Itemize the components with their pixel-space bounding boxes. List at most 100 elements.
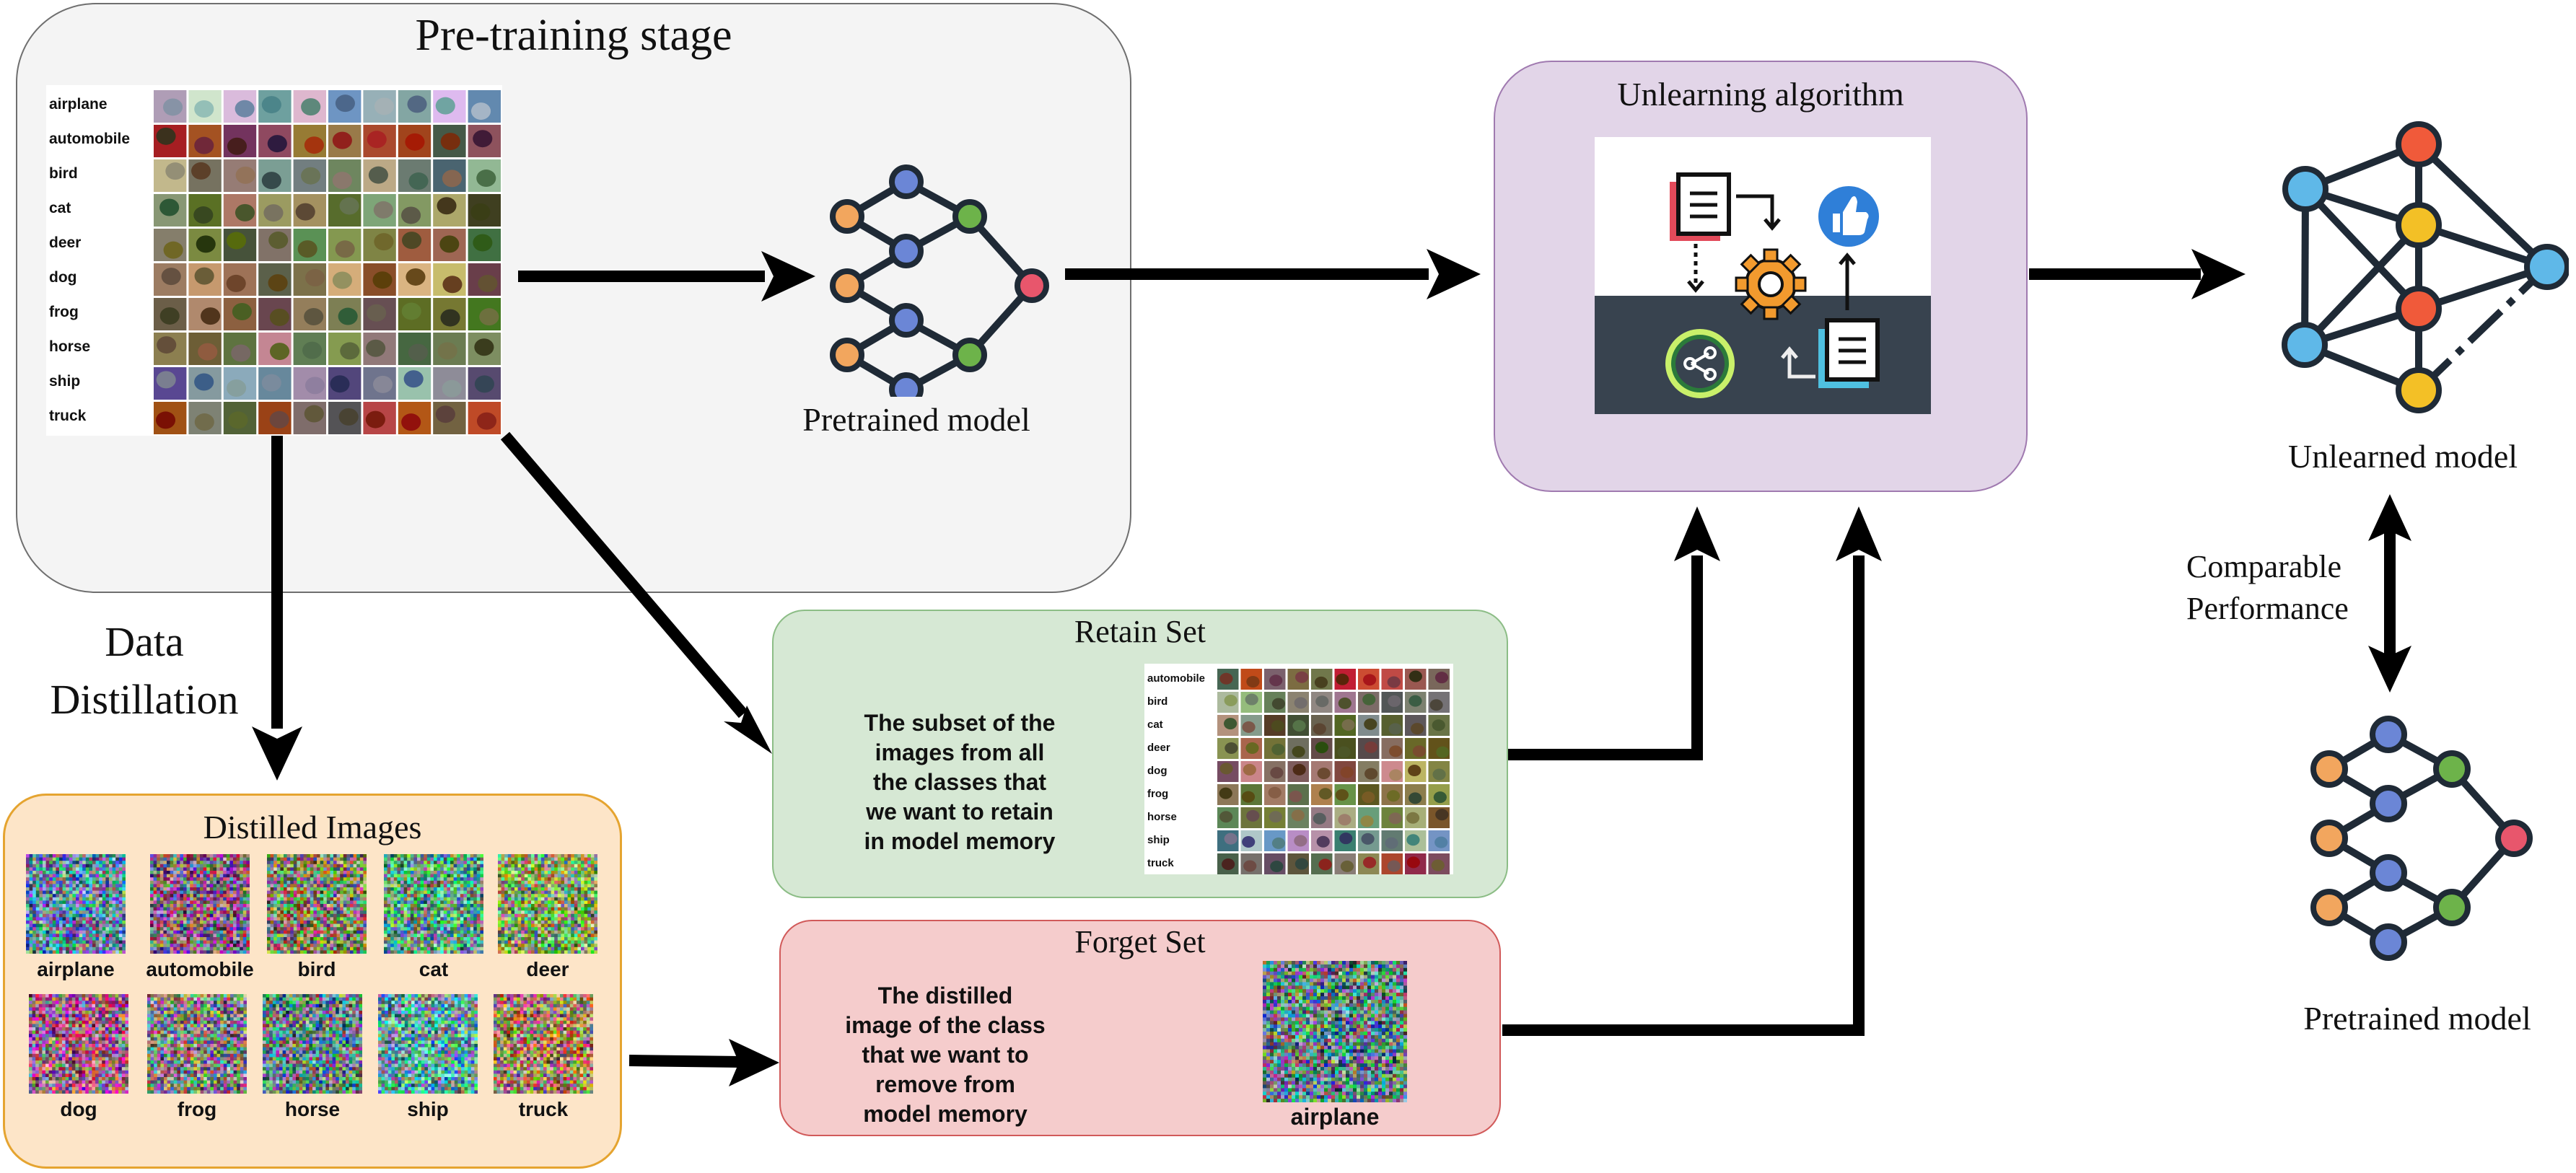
- grid-thumbnail: [258, 159, 292, 192]
- grid-thumbnail: [293, 194, 326, 227]
- grid-thumbnail: [328, 194, 362, 227]
- grid-thumbnail: [258, 125, 292, 157]
- grid-thumbnail: [1217, 761, 1239, 782]
- grid-class-label: dog: [49, 269, 77, 286]
- network-node: [889, 372, 924, 397]
- grid-thumbnail: [363, 159, 396, 192]
- grid-class-label: cat: [49, 200, 71, 217]
- distilled-noise-image: [267, 854, 367, 954]
- distilled-noise-image: [378, 994, 478, 1094]
- grid-thumbnail: [1381, 853, 1403, 874]
- grid-thumbnail: [1264, 830, 1286, 851]
- grid-thumbnail: [363, 333, 396, 365]
- arrowhead: [729, 1039, 779, 1086]
- network-node: [2310, 889, 2348, 926]
- network-node: [2396, 367, 2442, 413]
- distilled-noise-image: [263, 994, 363, 1094]
- pretrained-model-right-label: Pretrained model: [2303, 1000, 2531, 1037]
- grid-thumbnail: [1264, 715, 1286, 736]
- grid-thumbnail: [433, 229, 466, 261]
- grid-thumbnail: [328, 367, 362, 400]
- grid-thumbnail: [223, 194, 257, 227]
- pretrained-model-network-icon: [830, 164, 1049, 397]
- network-node: [2495, 820, 2533, 857]
- network-node: [830, 338, 864, 372]
- grid-thumbnail: [1311, 715, 1333, 736]
- grid-thumbnail: [433, 402, 466, 434]
- grid-thumbnail: [293, 159, 326, 192]
- grid-thumbnail: [1217, 784, 1239, 805]
- grid-thumbnail: [223, 367, 257, 400]
- grid-thumbnail: [1405, 669, 1427, 690]
- grid-thumbnail: [293, 298, 326, 330]
- grid-thumbnail: [468, 159, 501, 192]
- grid-thumbnail: [328, 229, 362, 261]
- network-node: [952, 199, 987, 234]
- forget-distilled-image: [1263, 961, 1407, 1102]
- grid-class-label: ship: [1147, 833, 1170, 846]
- grid-class-label: airplane: [49, 96, 108, 113]
- grid-thumbnail: [1358, 853, 1380, 874]
- grid-class-label: deer: [49, 234, 82, 252]
- distilled-image-label: horse: [284, 1098, 341, 1120]
- grid-thumbnail: [1217, 830, 1239, 851]
- grid-thumbnail: [1405, 830, 1427, 851]
- document-icon: [1670, 172, 1731, 241]
- grid-thumbnail: [223, 298, 257, 330]
- grid-thumbnail: [433, 159, 466, 192]
- grid-thumbnail: [1287, 761, 1309, 782]
- unlearned-model-label: Unlearned model: [2287, 438, 2518, 475]
- grid-thumbnail: [1287, 738, 1309, 759]
- forget-title: Forget Set: [1074, 924, 1206, 959]
- grid-thumbnail: [188, 298, 222, 330]
- network-node: [2433, 750, 2471, 788]
- grid-thumbnail: [1311, 853, 1333, 874]
- grid-class-label: cat: [1147, 718, 1163, 731]
- network-node: [830, 199, 864, 234]
- grid-thumbnail: [1311, 738, 1333, 759]
- arrow-distilled-to-forget: [628, 1055, 744, 1068]
- distilled-noise-image: [498, 854, 598, 954]
- distilled-noise-image: [147, 994, 247, 1094]
- grid-thumbnail: [1358, 669, 1380, 690]
- unlearning-algorithm-illustration: [1595, 137, 1931, 414]
- distilled-noise-image: [494, 994, 594, 1094]
- grid-thumbnail: [1217, 853, 1239, 874]
- grid-thumbnail: [1264, 692, 1286, 713]
- network-node: [2370, 785, 2407, 822]
- grid-thumbnail: [1405, 761, 1427, 782]
- network-node: [889, 303, 924, 338]
- distilled-title: Distilled Images: [203, 809, 422, 845]
- network-node: [2370, 716, 2407, 753]
- distilled-noise-image: [29, 994, 129, 1094]
- grid-thumbnail: [398, 194, 431, 227]
- grid-thumbnail: [1428, 669, 1450, 690]
- grid-thumbnail: [1240, 784, 1262, 805]
- grid-thumbnail: [188, 367, 222, 400]
- grid-thumbnail: [1311, 692, 1333, 713]
- grid-thumbnail: [398, 90, 431, 123]
- forget-image-label: airplane: [1290, 1104, 1380, 1130]
- grid-thumbnail: [293, 402, 326, 434]
- grid-thumbnail: [363, 367, 396, 400]
- grid-thumbnail: [328, 159, 362, 192]
- arrow-grid-to-retain: [500, 431, 748, 719]
- grid-thumbnail: [1240, 807, 1262, 828]
- grid-thumbnail: [293, 367, 326, 400]
- grid-thumbnail: [328, 333, 362, 365]
- grid-thumbnail: [363, 229, 396, 261]
- network-node: [2370, 923, 2407, 961]
- retain-description: The subset of the images from all the cl…: [864, 710, 1056, 854]
- grid-class-label: horse: [49, 338, 91, 356]
- grid-class-label: frog: [49, 304, 79, 321]
- grid-thumbnail: [223, 333, 257, 365]
- grid-thumbnail: [154, 194, 187, 227]
- grid-thumbnail: [433, 194, 466, 227]
- grid-thumbnail: [1428, 715, 1450, 736]
- grid-thumbnail: [398, 367, 431, 400]
- grid-thumbnail: [328, 90, 362, 123]
- grid-thumbnail: [188, 229, 222, 261]
